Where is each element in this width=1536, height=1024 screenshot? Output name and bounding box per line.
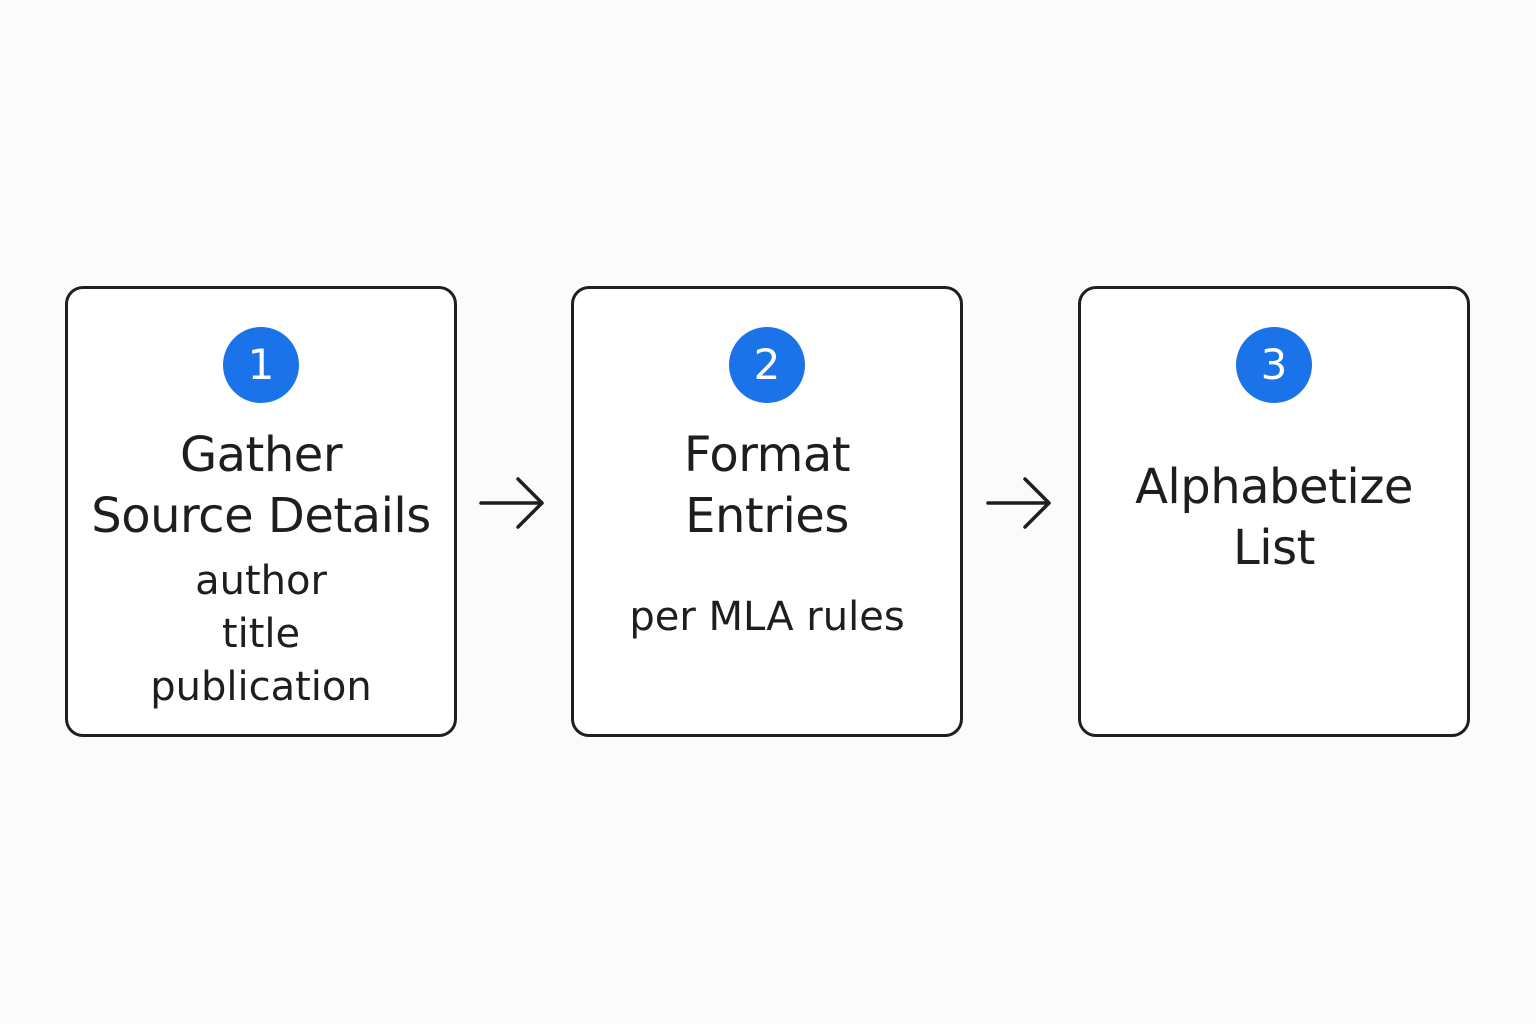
arrow-right-icon: [986, 477, 1051, 529]
step-card-3: 3 Alphabetize List: [1078, 286, 1470, 737]
step-description: per MLA rules: [574, 591, 960, 644]
step-number-badge: 1: [223, 327, 299, 403]
step-card-1: 1 Gather Source Details author title pub…: [65, 286, 457, 737]
step-card-2: 2 Format Entries per MLA rules: [571, 286, 963, 737]
step-description-line: author: [195, 558, 327, 604]
step-title-line: Entries: [685, 488, 849, 544]
step-title: Format Entries: [574, 425, 960, 547]
step-title-line: Alphabetize: [1135, 459, 1413, 515]
step-title-line: Gather: [179, 427, 343, 483]
step-title: Gather Source Details: [68, 425, 454, 547]
step-description-line: title: [221, 611, 301, 657]
step-title-line: Source Details: [91, 488, 431, 544]
step-title: Alphabetize List: [1081, 457, 1467, 579]
arrow-right-icon: [479, 477, 544, 529]
step-number-badge: 2: [729, 327, 805, 403]
step-description-line: per MLA rules: [629, 594, 905, 640]
step-title-line: Format: [683, 427, 851, 483]
step-title-line: List: [1233, 520, 1315, 576]
step-description: author title publication: [68, 555, 454, 714]
step-number-badge: 3: [1236, 327, 1312, 403]
step-description-line: publication: [150, 664, 372, 710]
